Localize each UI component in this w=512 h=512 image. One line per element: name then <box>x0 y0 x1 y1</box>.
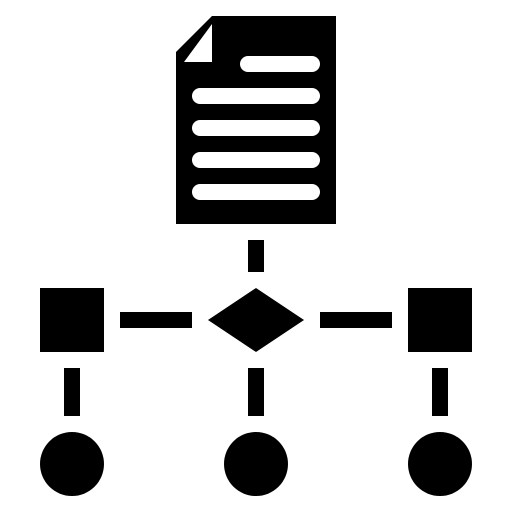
document-fold-cutout <box>184 24 212 62</box>
left-terminal-circle <box>40 432 104 496</box>
document-text-line <box>192 184 320 200</box>
document-text-line <box>192 120 320 136</box>
right-terminal-circle <box>408 432 472 496</box>
connector-document-decision <box>248 240 264 272</box>
connector-decision-center-terminal <box>248 368 264 416</box>
document-node <box>176 16 336 224</box>
document-text-line <box>192 152 320 168</box>
connector-right-process-terminal <box>432 368 448 416</box>
document-text-line <box>192 88 320 104</box>
left-process-square <box>40 288 104 352</box>
right-process-square <box>408 288 472 352</box>
connector-left-process-terminal <box>64 368 80 416</box>
connector-decision-right-process <box>320 312 392 328</box>
document-text-line <box>240 56 320 72</box>
decision-diamond <box>208 288 304 352</box>
connector-left-process-decision <box>120 312 192 328</box>
center-terminal-circle <box>224 432 288 496</box>
